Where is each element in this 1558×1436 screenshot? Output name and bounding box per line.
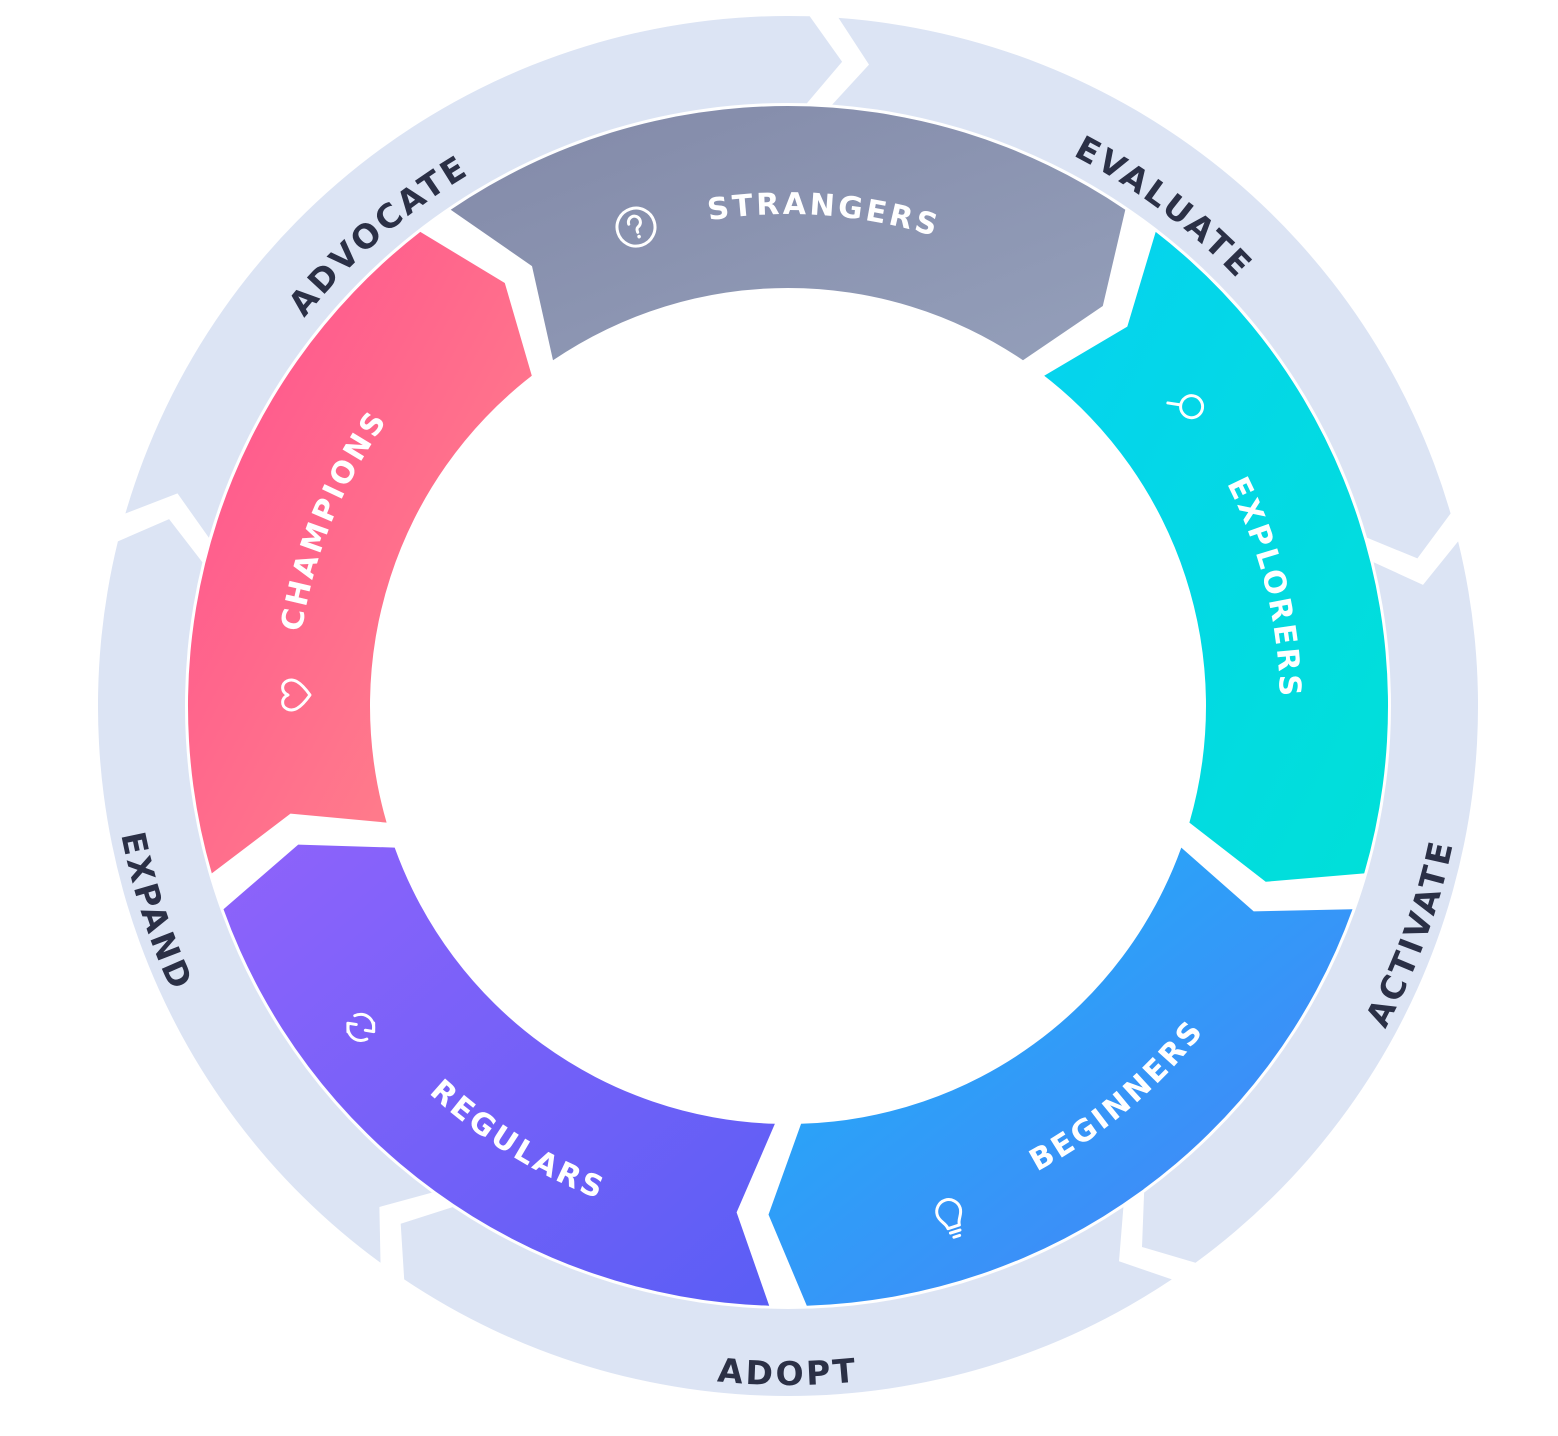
outer-segment-activate (1142, 541, 1479, 1263)
outer-segment-expand (97, 519, 432, 1263)
lightbulb-icon (935, 1198, 963, 1239)
inner-segment-champions (187, 231, 532, 874)
inner-ring (187, 106, 1389, 1306)
heart-icon (281, 678, 312, 712)
inner-segment-explorers (1044, 231, 1389, 882)
magnifier-icon (1166, 394, 1205, 420)
outer-ring (97, 15, 1479, 1396)
outer-segment-evaluate (832, 17, 1451, 559)
inner-segment-regulars (223, 844, 775, 1306)
inner-segment-strangers (450, 106, 1126, 361)
outer-segment-advocate (125, 15, 843, 538)
outer-label-adopt: ADOPT (716, 1351, 860, 1394)
refresh-icon (346, 1012, 376, 1042)
inner-icons (281, 206, 1205, 1239)
question-icon (615, 206, 657, 248)
outer-segment-adopt (400, 1207, 1172, 1396)
inner-segment-beginners (768, 847, 1353, 1306)
